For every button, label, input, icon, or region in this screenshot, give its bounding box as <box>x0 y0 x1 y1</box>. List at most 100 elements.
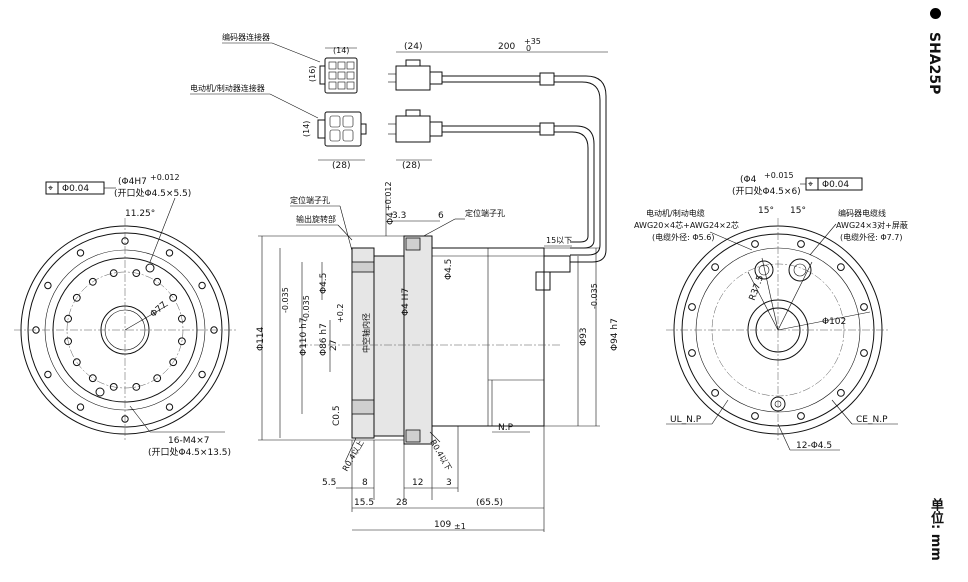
pin-hole-label-1: 定位端子孔 <box>290 195 330 205</box>
bolt-hole <box>109 383 118 391</box>
connector-side-bottom <box>388 109 443 143</box>
title-bullet <box>930 8 941 19</box>
bolt-hole <box>797 412 805 420</box>
dim-94: Φ94 h7 <box>610 318 620 351</box>
bolt-hole <box>153 277 162 286</box>
left-hole-spec-2: (开口处Φ4.5×5.5) <box>114 187 191 199</box>
dim-16: (16) <box>308 66 317 82</box>
dim-24: (24) <box>404 42 422 52</box>
pin-hole-label-2: 定位端子孔 <box>465 208 505 218</box>
dim-12: 12 <box>412 478 423 488</box>
bolt-hole <box>32 326 40 334</box>
bolt-hole <box>169 293 178 302</box>
dim-28-a: (28) <box>332 161 350 171</box>
bolt-hole <box>860 349 868 357</box>
right-tol-frame <box>817 177 863 191</box>
connector-side-top <box>388 59 443 91</box>
right-hole-tol: +0.015 <box>764 171 794 180</box>
bolt-hole <box>165 249 174 257</box>
bolt-hole <box>210 326 218 334</box>
dim-200-tol-dn: 0 <box>526 44 531 53</box>
right-holes-spec: 12-Φ4.5 <box>796 441 832 451</box>
dim-109-tol: ±1 <box>454 522 466 531</box>
bolt-hole <box>121 237 129 245</box>
dim-4-5-a: Φ4.5 <box>319 273 329 294</box>
dim-4-top: Φ4 <box>386 212 396 225</box>
bolt-hole <box>751 240 759 248</box>
encoder-cable-spec: AWG24×3对+屏蔽 <box>836 220 908 230</box>
dim-4-5-b: Φ4.5 <box>444 259 454 280</box>
bolt-hole <box>44 281 52 290</box>
angle-15-b: 15° <box>790 206 806 216</box>
bolt-hole <box>837 263 845 272</box>
dim-4-top-tol: +0.012 <box>384 181 393 211</box>
bolt-hole <box>88 374 97 383</box>
section-view: 定位端子孔 输出旋转部 定位端子孔 15以下 Φ114 Φ110 <box>256 181 620 532</box>
left-tol-symbol: ⌖ <box>48 184 53 194</box>
bolt-hole <box>198 370 206 379</box>
housing-flange-section <box>403 235 433 445</box>
dim-6: 6 <box>438 211 444 221</box>
bolt-hole <box>44 370 52 379</box>
bolt-holes-left <box>32 237 218 423</box>
dim-3: 3 <box>446 478 452 488</box>
bolt-holes-right <box>688 240 868 420</box>
right-pcd: Φ102 <box>822 317 846 327</box>
right-tol-value: Φ0.04 <box>822 180 849 190</box>
chamfer: C0.5 <box>332 405 342 426</box>
left-thread-spec: 16-M4×7 <box>168 436 209 446</box>
bolt-hole <box>797 240 805 248</box>
right-hole-spec-2: (开口处Φ4.5×6) <box>732 185 801 197</box>
motor-cable-od: (电缆外径: Φ5.6) <box>652 232 715 242</box>
encoder-connector-label: 编码器连接器 <box>222 32 270 42</box>
dim-200-tol-up: +35 <box>524 37 541 46</box>
bolt-hole <box>64 337 72 346</box>
cable-runs <box>442 72 607 263</box>
left-tol-value: Φ0.04 <box>62 184 89 194</box>
dim-14-top: (14) <box>333 46 349 55</box>
dim-27: 27 <box>329 340 339 351</box>
bolt-hole <box>711 389 719 397</box>
encoder-cable-label: 编码器电缆线 <box>838 208 886 218</box>
bolt-hole <box>64 314 72 323</box>
bolt-hole <box>165 403 174 411</box>
dim-28: 28 <box>396 498 408 508</box>
unit-label: 单位: mm <box>928 498 943 561</box>
dim-5-5: 5.5 <box>322 478 336 488</box>
bolt-hole <box>132 383 141 391</box>
bolt-hole <box>751 412 759 420</box>
output-flange-label: 输出旋转部 <box>296 214 336 224</box>
right-tol-symbol: ⌖ <box>808 180 813 190</box>
bolt-hole <box>76 403 85 411</box>
dim-110: Φ110 h7 <box>299 317 309 356</box>
bolt-hole <box>153 374 162 383</box>
connector-group: 编码器连接器 电动机/制动器连接器 (14) (16) (14) (28) <box>190 32 608 263</box>
model-title: SHA25P <box>926 32 942 95</box>
dim-114: Φ114 <box>256 326 266 351</box>
bolt-hole <box>178 314 186 323</box>
encoder-connector-face <box>324 57 358 94</box>
motor-cable-label: 电动机/制动电缆 <box>646 208 705 218</box>
dim-94-tol: -0.035 <box>590 283 599 309</box>
right-view: (Φ4 +0.015 (开口处Φ4.5×6) ⌖ Φ0.04 电动机/制动电缆 … <box>634 171 908 451</box>
dim-28-b: (28) <box>402 161 420 171</box>
bolt-hole <box>178 337 186 346</box>
right-hole-spec-1: (Φ4 <box>740 175 757 185</box>
bolt-hole <box>837 389 845 397</box>
dim-110-tol: -0.035 <box>281 287 290 313</box>
dim-4h7: Φ4 H7 <box>401 288 411 316</box>
ce-np-label: CE_N.P <box>856 415 888 425</box>
dim-86-tol: -0.035 <box>302 295 311 321</box>
dim-65-5: (65.5) <box>476 498 503 508</box>
left-pcd: Φ77 <box>149 300 170 320</box>
dim-8: 8 <box>362 478 368 488</box>
ul-np-label: UL_N.P <box>670 415 702 425</box>
bolt-hole <box>121 415 129 423</box>
dim-3-3: 3.3 <box>392 211 406 221</box>
dim-200: 200 <box>498 42 515 52</box>
dim-93: Φ93 <box>579 327 589 346</box>
hollow-label: 中空轴内径 <box>361 313 371 353</box>
bolt-hole <box>72 293 81 302</box>
bolt-hole <box>72 358 81 367</box>
